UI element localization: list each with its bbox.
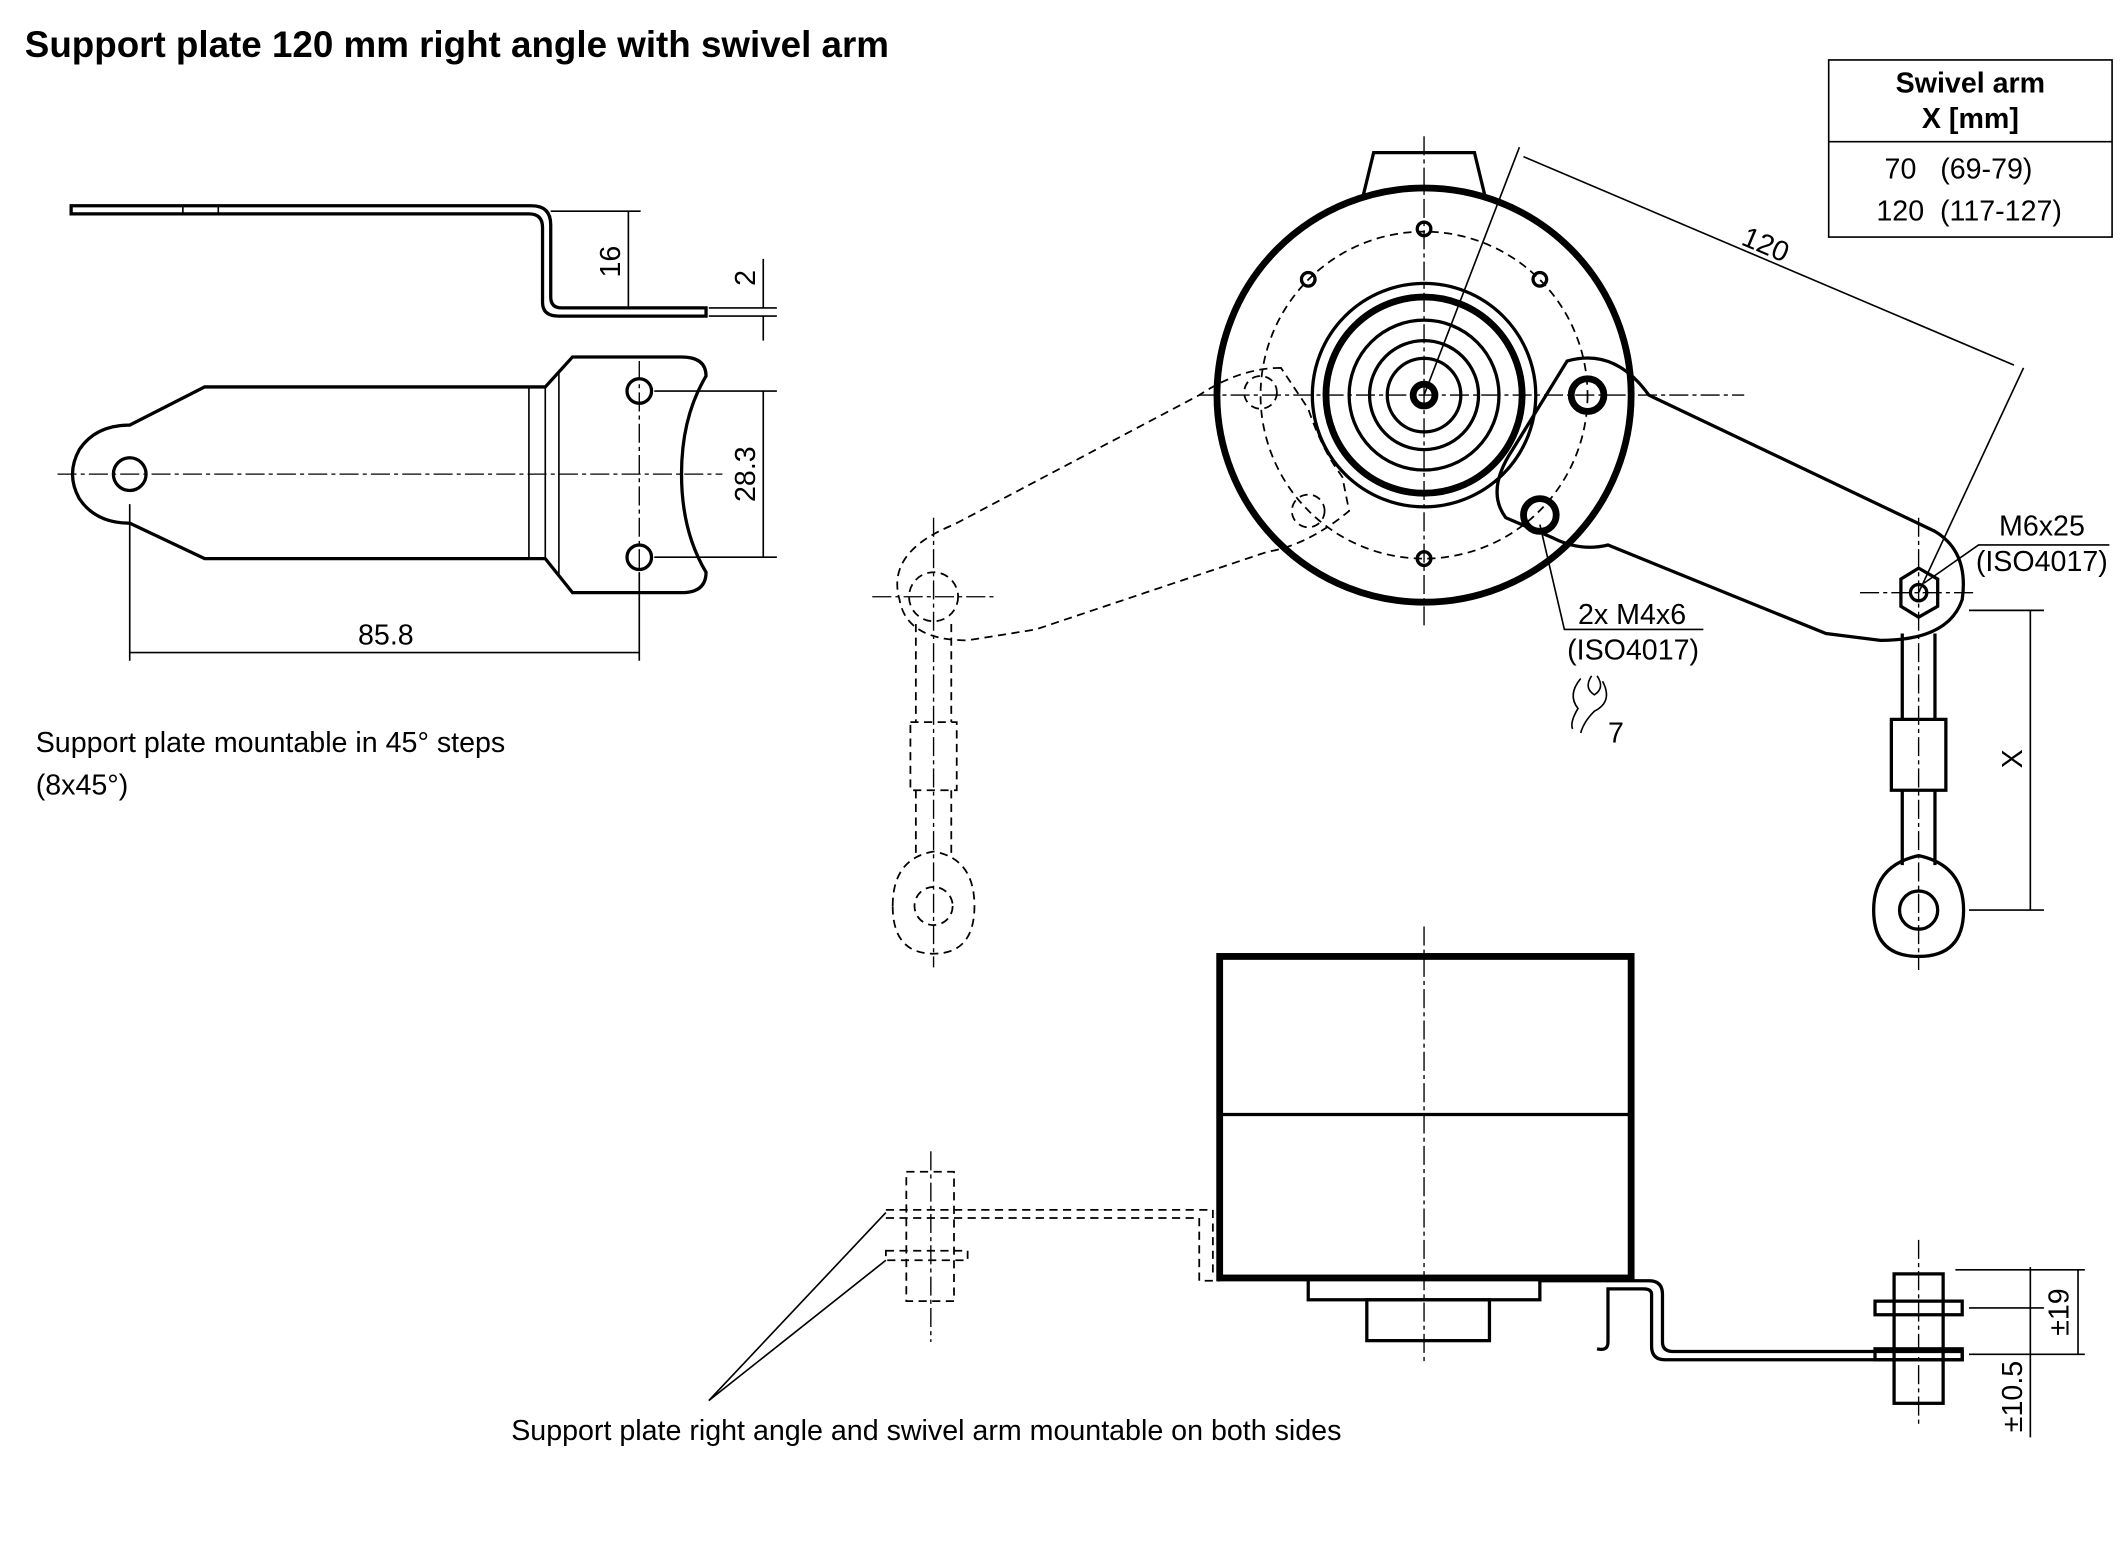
table-row: 70 (69-79) — [1885, 153, 2033, 185]
dim-16: 16 — [595, 246, 627, 278]
plate-side-view: 16 2 — [69, 204, 777, 341]
dim-85-8: 85.8 — [358, 619, 414, 651]
dim-x: X — [1997, 749, 2029, 768]
bolt-standard: (ISO4017) — [1976, 546, 2108, 578]
encoder-top-view: 120 X — [872, 136, 2110, 971]
dim-28-3: 28.3 — [730, 446, 762, 502]
table-header-1: Swivel arm — [1896, 68, 2045, 100]
mount-steps-note: Support plate mountable in 45° steps — [36, 727, 506, 759]
dim-pm10-5: ±10.5 — [1997, 1361, 2029, 1432]
mount-steps-note-2: (8x45°) — [36, 769, 129, 801]
table-row: 120 (117-127) — [1876, 196, 2062, 228]
bolt-label: M6x25 — [1999, 510, 2085, 542]
table-header-2: X [mm] — [1922, 103, 2019, 135]
swivel-arm-table: Swivel arm X [mm] 70 (69-79) 120 (117-12… — [1827, 59, 2113, 238]
drawing-title: Support plate 120 mm right angle with sw… — [25, 24, 889, 65]
wrench-size: 7 — [1608, 718, 1624, 750]
plate-plan-view: 28.3 85.8 — [57, 355, 777, 661]
dim-pm19: ±19 — [2043, 1288, 2075, 1336]
dim-2: 2 — [730, 270, 762, 286]
wrench-icon — [1571, 675, 1608, 734]
screws-label: 2x M4x6 — [1578, 599, 1686, 631]
both-sides-note: Support plate right angle and swivel arm… — [511, 1415, 1341, 1447]
encoder-side-view: ±19 ±10.5 — [708, 926, 2085, 1438]
screws-standard: (ISO4017) — [1567, 634, 1699, 666]
dim-120: 120 — [1737, 221, 1793, 269]
